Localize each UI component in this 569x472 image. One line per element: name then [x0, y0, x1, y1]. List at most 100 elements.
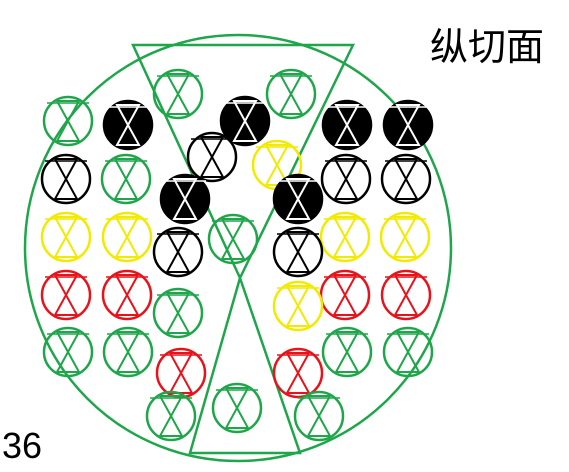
- hourglass-x-icon: [272, 347, 324, 399]
- hourglass-x-icon: [42, 95, 94, 147]
- hourglass-x-icon: [321, 99, 373, 151]
- fiber-circle: [102, 326, 154, 378]
- hourglass-x-icon: [207, 213, 259, 265]
- fiber-mark: [285, 285, 311, 327]
- fiber-group: [40, 68, 434, 442]
- hourglass-x-icon: [159, 173, 211, 225]
- hourglass-x-icon: [272, 226, 324, 278]
- fiber-mark: [393, 274, 419, 316]
- fiber-circle: [152, 226, 204, 278]
- hourglass-x-icon: [380, 269, 432, 321]
- outer-circle: [23, 33, 453, 463]
- fiber-circle: [101, 211, 153, 263]
- fiber-circle: [40, 153, 92, 205]
- fiber-mark: [232, 100, 258, 142]
- fiber-mark: [333, 158, 359, 200]
- fiber-mark: [165, 231, 191, 273]
- fiber-mark: [53, 158, 79, 200]
- fiber-circle: [42, 95, 94, 147]
- hourglass-x-icon: [321, 326, 373, 378]
- hourglass-x-icon: [272, 280, 324, 332]
- fiber-mark: [393, 158, 419, 200]
- fiber-circle: [321, 326, 373, 378]
- fiber-mark: [165, 292, 191, 334]
- fiber-circle: [272, 226, 324, 278]
- hourglass-x-icon: [152, 226, 204, 278]
- hourglass-x-icon: [40, 269, 92, 321]
- fiber-circle: [186, 131, 238, 183]
- fiber-mark: [53, 274, 79, 316]
- fiber-mark: [55, 331, 81, 373]
- fiber-mark: [285, 178, 311, 220]
- hourglass-x-icon: [382, 326, 434, 378]
- hourglass-x-icon: [293, 390, 345, 442]
- fiber-mark: [332, 216, 358, 258]
- page-number: 36: [2, 425, 43, 466]
- fiber-mark: [220, 218, 246, 260]
- fiber-circle: [101, 269, 153, 321]
- fiber-circle: [320, 153, 372, 205]
- hourglass-x-icon: [319, 211, 371, 263]
- fiber-circle: [272, 347, 324, 399]
- fiber-mark: [334, 331, 360, 373]
- fiber-mark: [285, 231, 311, 273]
- fiber-mark: [113, 158, 139, 200]
- fiber-circle: [145, 390, 197, 442]
- hourglass-x-icon: [145, 390, 197, 442]
- hourglass-x-icon: [40, 211, 92, 263]
- hourglass-x-icon: [100, 153, 152, 205]
- fiber-mark: [285, 352, 311, 394]
- hourglass-x-icon: [102, 99, 154, 151]
- fiber-circle: [319, 211, 371, 263]
- hourglass-x-icon: [272, 173, 324, 225]
- fiber-mark: [172, 178, 198, 220]
- fiber-circle: [380, 153, 432, 205]
- fiber-mark: [115, 104, 141, 146]
- fiber-mark: [278, 73, 304, 115]
- fiber-mark: [165, 73, 191, 115]
- fiber-circle: [211, 382, 263, 434]
- fiber-mark: [224, 387, 250, 429]
- hourglass-x-icon: [211, 382, 263, 434]
- hourglass-x-icon: [101, 269, 153, 321]
- hourglass-x-icon: [155, 347, 207, 399]
- fiber-circle: [319, 269, 371, 321]
- fiber-mark: [334, 104, 360, 146]
- fiber-circle: [42, 326, 94, 378]
- fiber-circle: [152, 287, 204, 339]
- fiber-mark: [53, 216, 79, 258]
- fiber-mark: [168, 352, 194, 394]
- hourglass-x-icon: [380, 153, 432, 205]
- fiber-mark: [158, 395, 184, 437]
- fiber-circle: [207, 213, 259, 265]
- fiber-circle: [379, 211, 431, 263]
- hourglass-x-icon: [265, 68, 317, 120]
- hourglass-x-icon: [42, 326, 94, 378]
- fiber-circle: [293, 390, 345, 442]
- fiber-circle: [382, 326, 434, 378]
- fiber-mark: [395, 104, 421, 146]
- hourglass-x-icon: [102, 326, 154, 378]
- caption: 纵切面: [430, 25, 545, 69]
- hourglass-x-icon: [379, 211, 431, 263]
- hourglass-x-icon: [219, 95, 271, 147]
- hourglass-x-icon: [101, 211, 153, 263]
- fiber-mark: [395, 331, 421, 373]
- fiber-circle: [265, 68, 317, 120]
- fiber-mark: [392, 216, 418, 258]
- fiber-mark: [199, 136, 225, 178]
- top-triangle: [131, 43, 355, 281]
- hourglass-x-icon: [382, 99, 434, 151]
- hourglass-x-icon: [40, 153, 92, 205]
- fiber-circle: [100, 153, 152, 205]
- fiber-circle: [380, 269, 432, 321]
- fiber-mark: [114, 274, 140, 316]
- fiber-mark: [114, 216, 140, 258]
- hourglass-x-icon: [319, 269, 371, 321]
- fiber-circle: [152, 68, 204, 120]
- fiber-mark: [306, 395, 332, 437]
- fiber-mark: [55, 100, 81, 142]
- fiber-circle: [40, 211, 92, 263]
- fiber-circle: [272, 280, 324, 332]
